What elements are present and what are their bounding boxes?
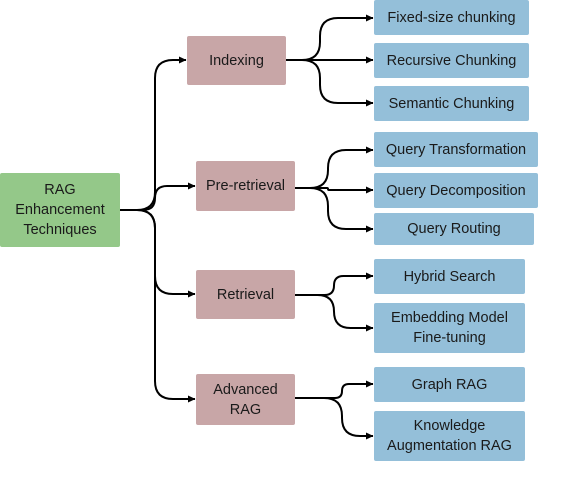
category-indexing: Indexing	[187, 36, 286, 85]
edge-pre-retrieval-transformation	[295, 146, 374, 189]
edge-indexing-fixed-size	[286, 14, 374, 61]
edge-root-advanced-rag	[120, 209, 196, 403]
category-pre-retrieval: Pre-retrieval	[196, 161, 295, 211]
root-node: RAG Enhancement Techniques	[0, 173, 120, 247]
edge-root-pre-retrieval	[120, 182, 196, 211]
edge-retrieval-embedding	[295, 294, 374, 332]
leaf-embedding-model-fine-tuning: Embedding Model Fine-tuning	[374, 303, 525, 353]
edge-advanced-graph	[295, 380, 374, 399]
category-retrieval: Retrieval	[196, 270, 295, 319]
leaf-hybrid-search: Hybrid Search	[374, 259, 525, 294]
category-advanced-rag: Advanced RAG	[196, 374, 295, 425]
edge-root-indexing	[120, 56, 187, 211]
leaf-recursive-chunking: Recursive Chunking	[374, 43, 529, 78]
leaf-semantic-chunking: Semantic Chunking	[374, 86, 529, 121]
leaf-graph-rag: Graph RAG	[374, 367, 525, 402]
edge-indexing-semantic	[286, 59, 374, 107]
leaf-knowledge-augmentation-rag: Knowledge Augmentation RAG	[374, 411, 525, 461]
leaf-query-transformation: Query Transformation	[374, 132, 538, 167]
edge-root-retrieval	[120, 209, 196, 298]
leaf-fixed-size-chunking: Fixed-size chunking	[374, 0, 529, 35]
edge-pre-retrieval-routing	[295, 187, 374, 233]
edge-advanced-knowledge	[295, 397, 374, 440]
leaf-query-decomposition: Query Decomposition	[374, 173, 538, 208]
edge-retrieval-hybrid	[295, 272, 374, 296]
leaf-query-routing: Query Routing	[374, 213, 534, 245]
edge-pre-retrieval-decomposition	[295, 186, 374, 194]
